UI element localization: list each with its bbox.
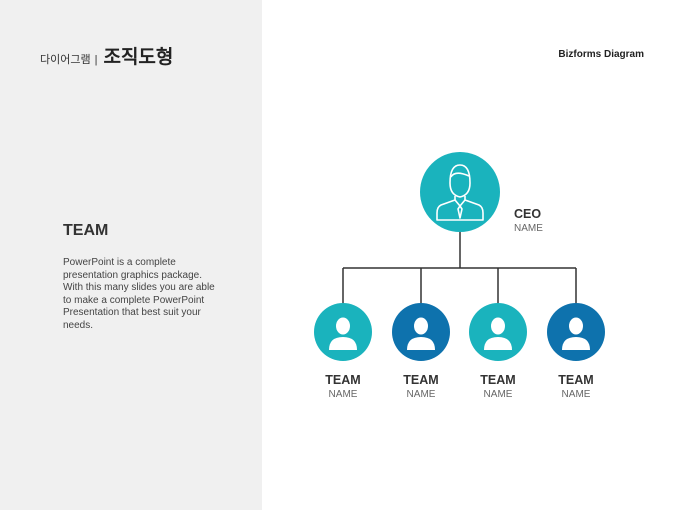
slide-header: 다이어그램 | 조직도형 [40, 42, 173, 69]
businessman-icon [436, 164, 484, 221]
child-title: TEAM [325, 373, 360, 387]
person-icon [329, 317, 357, 350]
sidebar-description: PowerPoint is a complete presentation gr… [63, 257, 215, 331]
child-subtitle: NAME [484, 389, 513, 400]
child-title: TEAM [403, 373, 438, 387]
left-panel [0, 0, 262, 510]
child-title: TEAM [480, 373, 515, 387]
person-icon [484, 317, 512, 350]
root-title: CEO [514, 207, 541, 221]
org-node-root: CEO NAME [420, 152, 543, 234]
root-subtitle: NAME [514, 223, 543, 234]
header-prefix: 다이어그램 [40, 54, 91, 66]
org-connectors [342, 231, 577, 304]
page-title: 조직도형 [103, 47, 174, 68]
org-node-child: TEAM NAME [547, 303, 605, 400]
org-node-child: TEAM NAME [314, 303, 372, 400]
child-subtitle: NAME [562, 389, 591, 400]
child-subtitle: NAME [329, 389, 358, 400]
person-icon [407, 317, 435, 350]
org-children: TEAM NAME TEAM NAME TEAM NAME [314, 303, 605, 400]
child-subtitle: NAME [407, 389, 436, 400]
child-title: TEAM [558, 373, 593, 387]
org-node-child: TEAM NAME [392, 303, 450, 400]
org-node-child: TEAM NAME [469, 303, 527, 400]
root-node-circle [420, 152, 500, 232]
header-separator: | [94, 54, 98, 66]
person-icon [562, 317, 590, 350]
brand-label: Bizforms Diagram [558, 49, 644, 60]
sidebar-title: TEAM [63, 222, 109, 239]
